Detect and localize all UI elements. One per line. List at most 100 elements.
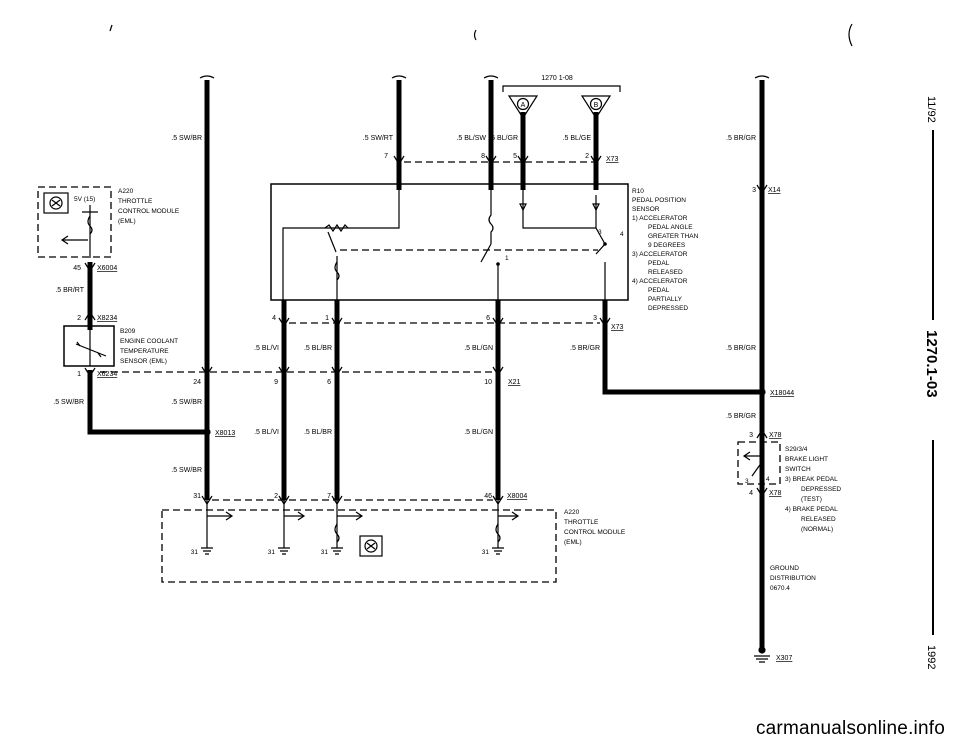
svg-text:.5 BL/BR: .5 BL/BR bbox=[304, 429, 332, 436]
ground-icon bbox=[278, 547, 290, 555]
svg-text:GREATER THAN: GREATER THAN bbox=[648, 233, 699, 240]
ground-distribution-description: GROUND DISTRIBUTION 0670.4 bbox=[770, 565, 816, 592]
svg-text:X18044: X18044 bbox=[770, 390, 794, 397]
svg-text:.5 BR/GR: .5 BR/GR bbox=[726, 413, 756, 420]
wire-break-mark bbox=[391, 75, 407, 79]
connector-arrow bbox=[756, 487, 768, 498]
svg-text:.5 BR/RT: .5 BR/RT bbox=[55, 287, 84, 294]
svg-text:PARTIALLY: PARTIALLY bbox=[648, 296, 683, 303]
svg-text:DEPRESSED: DEPRESSED bbox=[648, 305, 688, 312]
a220-top-arrow bbox=[60, 235, 88, 245]
a220-top-resistor bbox=[87, 215, 93, 235]
svg-text:(EML): (EML) bbox=[564, 539, 582, 546]
svg-text:A: A bbox=[521, 102, 526, 109]
wire-break-mark bbox=[199, 75, 215, 79]
svg-text:PEDAL ANGLE: PEDAL ANGLE bbox=[648, 224, 693, 231]
connector-x78-bottom: X78 bbox=[769, 490, 782, 497]
svg-text:A220: A220 bbox=[118, 188, 134, 195]
connector-arrow bbox=[84, 367, 96, 378]
connector-arrows bbox=[278, 317, 611, 328]
splice-x8013 bbox=[203, 428, 211, 436]
svg-text:.5 BL/VI: .5 BL/VI bbox=[254, 429, 279, 436]
splice-x18044 bbox=[758, 388, 766, 396]
svg-text:9 DEGREES: 9 DEGREES bbox=[648, 242, 686, 249]
svg-text:0670.4: 0670.4 bbox=[770, 585, 790, 592]
r10-arrow bbox=[519, 203, 527, 212]
r10-switch bbox=[595, 227, 606, 300]
svg-text:.5 SW/BR: .5 SW/BR bbox=[171, 135, 202, 142]
svg-text:.5 SW/BR: .5 SW/BR bbox=[171, 399, 202, 406]
svg-text:.5 BL/GE: .5 BL/GE bbox=[563, 135, 592, 142]
svg-text:3: 3 bbox=[745, 478, 749, 485]
r10-contact bbox=[603, 242, 607, 246]
svg-text:(TEST): (TEST) bbox=[801, 496, 822, 503]
connector-arrows bbox=[393, 155, 768, 195]
svg-text:PEDAL: PEDAL bbox=[648, 260, 670, 267]
s29-contact bbox=[760, 476, 764, 480]
ground-icon bbox=[331, 547, 343, 555]
svg-text:7: 7 bbox=[384, 153, 388, 160]
svg-text:2: 2 bbox=[274, 493, 278, 500]
connector-x8004: X8004 bbox=[507, 493, 527, 500]
svg-text:DEPRESSED: DEPRESSED bbox=[801, 486, 841, 493]
svg-text:45: 45 bbox=[73, 265, 81, 272]
svg-text:.5 BL/VI: .5 BL/VI bbox=[254, 345, 279, 352]
svg-text:B: B bbox=[594, 102, 599, 109]
svg-text:CONTROL MODULE: CONTROL MODULE bbox=[564, 529, 626, 536]
r10-arrow bbox=[592, 203, 600, 212]
svg-text:31: 31 bbox=[321, 549, 329, 556]
connector-x8234: X8234 bbox=[97, 315, 117, 322]
svg-text:(EML): (EML) bbox=[118, 218, 136, 225]
svg-text:X8013: X8013 bbox=[215, 430, 235, 437]
connector-x73-top: X73 bbox=[606, 156, 619, 163]
svg-text:2: 2 bbox=[585, 153, 589, 160]
b209-ntc-symbol bbox=[75, 341, 107, 358]
wire-break-mark bbox=[483, 75, 499, 79]
r10-internal-path bbox=[282, 190, 400, 300]
svg-text:.5 BR/GR: .5 BR/GR bbox=[570, 345, 600, 352]
svg-text:3: 3 bbox=[752, 187, 756, 194]
svg-text:.5 BR/GR: .5 BR/GR bbox=[726, 135, 756, 142]
svg-text:.5 BR/GR: .5 BR/GR bbox=[726, 345, 756, 352]
svg-text:ENGINE COOLANT: ENGINE COOLANT bbox=[120, 338, 178, 345]
svg-text:R10: R10 bbox=[632, 188, 644, 195]
page-reference: 1270 1-08 bbox=[541, 75, 573, 82]
svg-text:.5 BL/SW: .5 BL/SW bbox=[456, 135, 486, 142]
a220-top-description: A220 THROTTLE CONTROL MODULE (EML) bbox=[118, 188, 180, 225]
connector-arrow bbox=[84, 310, 96, 321]
svg-text:.5 BL/BR: .5 BL/BR bbox=[304, 345, 332, 352]
svg-text:.5 BL/GN: .5 BL/GN bbox=[464, 345, 493, 352]
b209-description: B209 ENGINE COOLANT TEMPERATURE SENSOR (… bbox=[120, 328, 178, 365]
a220-top-supply bbox=[82, 205, 98, 258]
r10-housing bbox=[270, 183, 629, 301]
svg-text:4) ACCELERATOR: 4) ACCELERATOR bbox=[632, 278, 688, 285]
svg-text:CONTROL MODULE: CONTROL MODULE bbox=[118, 208, 180, 215]
connector-arrow bbox=[756, 428, 768, 439]
svg-text:SWITCH: SWITCH bbox=[785, 466, 811, 473]
svg-text:24: 24 bbox=[193, 379, 201, 386]
side-year: 1992 bbox=[925, 645, 937, 669]
svg-text:1: 1 bbox=[77, 371, 81, 378]
svg-text:3: 3 bbox=[593, 315, 597, 322]
svg-text:31: 31 bbox=[191, 549, 199, 556]
side-doc-number: 1270.1-03 bbox=[923, 330, 940, 398]
svg-text:GROUND: GROUND bbox=[770, 565, 799, 572]
side-date: 11/92 bbox=[925, 96, 937, 123]
svg-text:.5 BL/GR: .5 BL/GR bbox=[489, 135, 518, 142]
svg-text:4: 4 bbox=[749, 490, 753, 497]
svg-text:DISTRIBUTION: DISTRIBUTION bbox=[770, 575, 816, 582]
svg-text:B209: B209 bbox=[120, 328, 136, 335]
svg-text:7: 7 bbox=[327, 493, 331, 500]
svg-text:.5 SW/BR: .5 SW/BR bbox=[53, 399, 84, 406]
svg-text:4: 4 bbox=[272, 315, 276, 322]
a220-bottom-resistor bbox=[334, 523, 340, 543]
a220-top-pin-label: 5V (15) bbox=[74, 196, 95, 203]
connector-x6234: X6234 bbox=[97, 371, 117, 378]
svg-text:8: 8 bbox=[481, 153, 485, 160]
svg-text:6: 6 bbox=[486, 315, 490, 322]
r10-contact bbox=[496, 262, 500, 266]
r10-resistor bbox=[334, 261, 340, 281]
svg-text:S29/3/4: S29/3/4 bbox=[785, 446, 808, 453]
svg-text:SENSOR: SENSOR bbox=[632, 206, 660, 213]
